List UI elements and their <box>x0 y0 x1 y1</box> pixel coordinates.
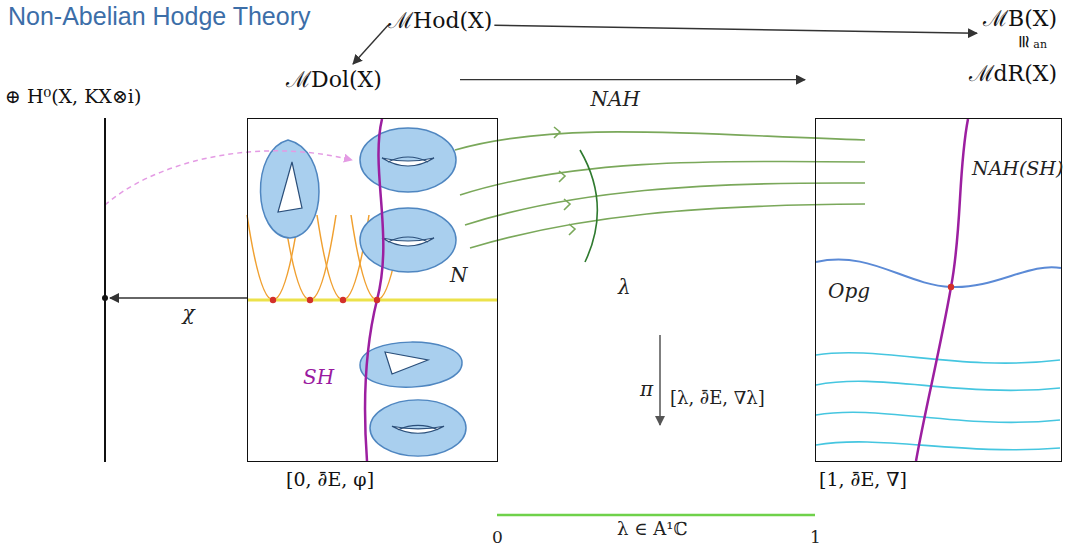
tick-label: 0 <box>492 528 503 548</box>
intersection-point <box>948 284 954 290</box>
box-heading: ℳB(X) <box>983 6 1057 31</box>
curve-label: NAH(SH) <box>972 158 1063 180</box>
image-of-section <box>916 119 968 461</box>
box-heading: ℳdR(X) <box>969 61 1057 86</box>
hitchin-section <box>365 119 383 461</box>
base-label: ⊕ H⁰(X, KX⊗i) <box>5 86 141 108</box>
point <box>374 297 380 303</box>
point <box>270 297 276 303</box>
fiber-pointer <box>105 151 352 205</box>
curve-label: N <box>450 264 468 287</box>
curve-label: Opg <box>828 280 870 303</box>
lambda-line <box>497 514 815 517</box>
torus-fiber <box>360 128 456 192</box>
leaf-line <box>816 412 1060 422</box>
nilpotent-cone-line <box>248 299 497 302</box>
fixed-points <box>270 297 380 303</box>
connectors <box>110 25 977 298</box>
axis-label: λ ∈ A¹ℂ <box>617 519 688 540</box>
leaf-line <box>816 442 1060 450</box>
connector-arrow <box>353 25 388 64</box>
point <box>340 297 346 303</box>
connector-arrow <box>110 297 247 298</box>
space-label: ℳHod(X) <box>388 8 492 33</box>
flow-line <box>465 183 865 225</box>
box-heading: ℳDol(X) <box>286 67 382 92</box>
torus-fiber <box>360 208 456 272</box>
connector-label: NAH <box>589 88 642 111</box>
map-label: π <box>640 378 653 401</box>
connector-arrow <box>494 25 977 33</box>
point <box>307 297 313 303</box>
singular-fiber-hole <box>385 352 428 374</box>
hitchin-base: ⊕ H⁰(X, KX⊗i) <box>96 118 114 462</box>
isomorphism-symbol: ≅ <box>1013 34 1034 49</box>
parabola <box>317 215 369 300</box>
projection-arrow <box>659 335 661 425</box>
connector-label: χ <box>181 302 197 325</box>
leaf-line <box>816 381 1060 390</box>
point-label: [0, ∂̄E, φ] <box>286 469 374 491</box>
point-label: [1, ∂̄E, ∇] <box>819 469 907 491</box>
tick-label: 1 <box>810 528 821 548</box>
isomorphism-note: an <box>1033 39 1047 52</box>
node-label: ℳHod(X) <box>388 8 492 33</box>
parameter-label: λ <box>618 276 631 299</box>
point-label: [λ, ∂̄E, ∇λ] <box>670 388 765 409</box>
axis-line <box>104 118 106 462</box>
nah-flows <box>455 127 865 248</box>
flow-line <box>470 204 865 248</box>
oper-leaves <box>816 353 1060 450</box>
torus-fiber <box>370 400 466 456</box>
flow-chevron <box>559 171 565 182</box>
moduli-box: ℳDol(X)[0, ∂̄E, φ] <box>247 118 498 462</box>
flow-line <box>460 161 865 195</box>
slide-title: Non-Abelian Hodge Theory <box>8 2 311 31</box>
singular-fiber <box>360 342 462 387</box>
flow-line <box>455 132 865 150</box>
flow-chevron <box>554 127 560 138</box>
lambda-arc <box>580 150 597 262</box>
flow-chevron <box>564 199 570 210</box>
connector-arrow <box>460 79 805 80</box>
flow-chevron <box>569 224 575 235</box>
curve-label: SH <box>303 366 334 389</box>
singular-fiber <box>260 140 319 238</box>
singular-fiber-hole <box>278 162 302 212</box>
